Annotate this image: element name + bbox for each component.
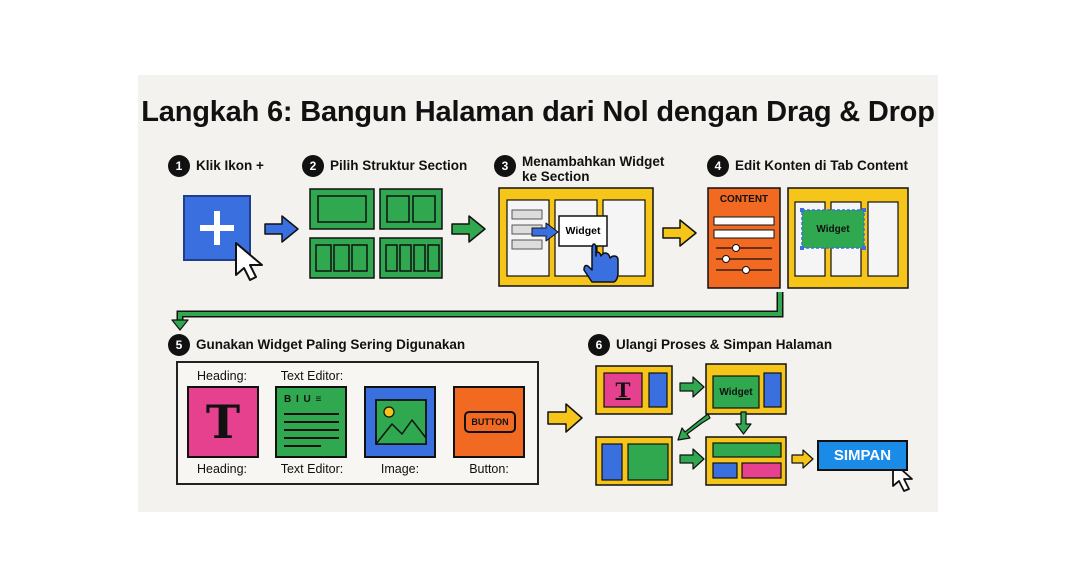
step-1-label: 1 Klik Ikon + xyxy=(168,155,264,177)
content-panel-title: CONTENT xyxy=(719,193,769,205)
widget-label: Widget xyxy=(719,386,753,398)
plus-icon xyxy=(200,211,234,245)
text-lines-icon xyxy=(284,413,339,447)
arrow-right-icon xyxy=(679,376,705,398)
widget-label: Widget xyxy=(816,223,850,235)
heading-mini-widget: T xyxy=(604,373,642,407)
structure-three-columns xyxy=(309,237,375,279)
arrow-down-icon xyxy=(171,319,189,331)
step-5-text: Gunakan Widget Paling Sering Digunakan xyxy=(196,337,466,352)
text-editor-widget[interactable]: B I U ≡ xyxy=(275,386,347,458)
heading-widget-label: Heading: xyxy=(196,462,248,476)
cursor-arrow-icon xyxy=(235,242,263,281)
step-6-badge: 6 xyxy=(588,334,610,356)
arrow-right-icon xyxy=(662,219,697,247)
heading-glyph-icon: T xyxy=(205,395,241,449)
text-toolbar: B I U ≡ xyxy=(284,394,323,405)
arrow-down-icon xyxy=(735,411,752,435)
step-2-badge: 2 xyxy=(302,155,324,177)
arrow-right-icon xyxy=(264,215,299,243)
text-editor-widget-top-label: Text Editor: xyxy=(280,369,344,383)
diagram-title: Langkah 6: Bangun Halaman dari Nol denga… xyxy=(141,96,935,128)
arrow-diagonal-icon xyxy=(677,413,711,441)
step-5-label: 5 Gunakan Widget Paling Sering Digunakan xyxy=(168,334,465,356)
dragged-widget xyxy=(558,215,608,247)
structure-two-columns xyxy=(379,188,443,230)
step-5-badge: 5 xyxy=(168,334,190,356)
structure-four-columns xyxy=(379,237,443,279)
button-widget[interactable]: BUTTON xyxy=(453,386,525,458)
step-1-text: Klik Ikon + xyxy=(196,158,264,173)
step-3-text: Menambahkan Widget ke Section xyxy=(522,154,665,184)
hand-pointer-icon xyxy=(583,243,619,283)
arrow-right-icon xyxy=(547,403,583,433)
selected-widget xyxy=(801,209,865,249)
heading-widget[interactable]: T xyxy=(187,386,259,458)
save-button[interactable]: SIMPAN xyxy=(817,440,908,471)
step-4-badge: 4 xyxy=(707,155,729,177)
arrow-right-icon xyxy=(679,448,705,470)
step-6-text: Ulangi Proses & Simpan Halaman xyxy=(616,337,833,352)
widget-label: Widget xyxy=(565,225,601,237)
button-preview: BUTTON xyxy=(464,411,516,433)
step-4-label: 4 Edit Konten di Tab Content xyxy=(707,155,908,177)
structure-one-column xyxy=(309,188,375,230)
step-2-label: 2 Pilih Struktur Section xyxy=(302,155,467,177)
arrow-right-icon xyxy=(791,449,814,469)
step-2-text: Pilih Struktur Section xyxy=(330,158,468,173)
step-3-badge: 3 xyxy=(494,155,516,177)
step-4-text: Edit Konten di Tab Content xyxy=(735,158,908,173)
arrow-right-icon xyxy=(451,215,486,243)
heading-glyph-icon: T xyxy=(615,378,631,402)
heading-widget-top-label: Heading: xyxy=(196,369,248,383)
step-3-label: 3 Menambahkan Widget ke Section xyxy=(494,151,672,184)
image-icon xyxy=(375,399,427,445)
text-editor-widget-label: Text Editor: xyxy=(280,462,344,476)
image-widget[interactable] xyxy=(364,386,436,458)
step-1-badge: 1 xyxy=(168,155,190,177)
drag-arrow-icon xyxy=(531,222,559,242)
step-6-label: 6 Ulangi Proses & Simpan Halaman xyxy=(588,334,832,356)
image-widget-label: Image: xyxy=(380,462,420,476)
button-widget-label: Button: xyxy=(469,462,509,476)
